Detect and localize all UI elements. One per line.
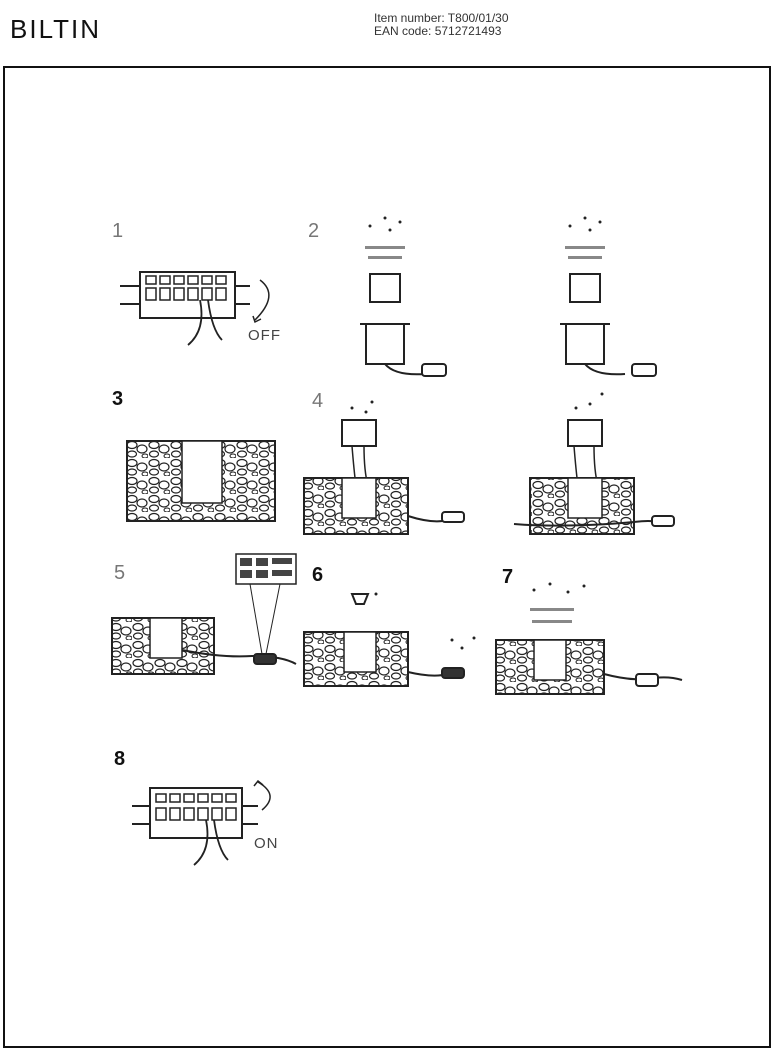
step-8-on-label: ON [254, 835, 279, 852]
brand-logo: BILTIN [10, 14, 101, 44]
step-8-breaker-on-illustration: ON [132, 780, 279, 866]
instruction-frame [3, 66, 771, 1048]
step-4-insert-left [303, 400, 465, 535]
step-7-number: 7 [502, 566, 514, 588]
step-4-insert-right [513, 392, 675, 535]
step-8-number: 8 [114, 748, 126, 770]
step-6-number: 6 [312, 564, 324, 586]
step-3-number: 3 [112, 388, 124, 410]
step-5-number: 5 [114, 562, 126, 584]
step-6-insert-bulb-illustration [303, 592, 476, 687]
step-2-fixture-exploded-right [560, 216, 657, 377]
step-3-drill-hole-illustration [126, 440, 276, 522]
step-2-fixture-exploded-left [360, 216, 447, 377]
step-4-number: 4 [312, 390, 324, 412]
product-info: Item number: T800/01/30 EAN code: 571272… [374, 12, 509, 38]
step-7-attach-cover-illustration [495, 582, 683, 695]
step-2-number: 2 [308, 220, 320, 242]
step-5-connect-cable-illustration [111, 553, 297, 675]
ean-code: EAN code: 5712721493 [374, 24, 502, 38]
step-1-breaker-off-illustration: OFF [120, 271, 281, 346]
item-number: Item number: T800/01/30 [374, 11, 509, 25]
step-1-off-label: OFF [248, 327, 281, 344]
step-1-number: 1 [112, 220, 124, 242]
